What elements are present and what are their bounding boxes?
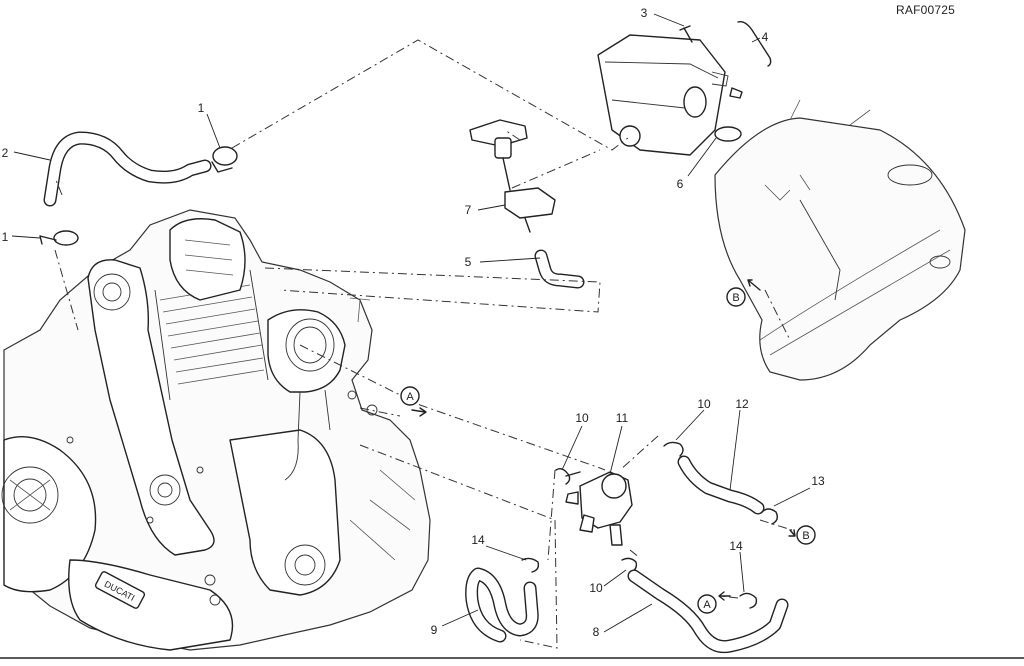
clip-part-10-a: [555, 467, 571, 485]
connection-marker-b-hose: B: [788, 525, 816, 545]
hose-part-2: [43, 131, 212, 207]
connection-marker-a-hose: A: [697, 591, 731, 614]
group-bracket-4: [737, 20, 772, 67]
hose-part-12: [677, 455, 765, 515]
callout-labels: 1 1 2 3 4 5 6 7 8 9 10 10 10 11 12 13 14…: [2, 6, 825, 639]
connection-marker-a-engine: A: [400, 386, 427, 417]
clip-part-10-a-tab: [565, 471, 581, 477]
callout-7: 7: [465, 203, 472, 217]
callout-3: 3: [641, 6, 648, 20]
clip-part-10-b: [663, 441, 684, 457]
hose-part-9: [465, 567, 539, 643]
drawing-code: RAF00725: [896, 3, 955, 17]
callout-1-lower: 1: [2, 230, 9, 244]
callout-14-a: 14: [471, 533, 485, 547]
clip-part-14-b: [739, 592, 758, 609]
fuel-tank: [714, 99, 966, 381]
valve-part-11: [565, 471, 633, 546]
svg-text:B: B: [802, 530, 809, 542]
callout-5: 5: [465, 255, 472, 269]
svg-text:A: A: [406, 391, 414, 403]
callout-10-b: 10: [697, 397, 711, 411]
clip-part-14-a: [521, 557, 540, 573]
engine-assembly: DUCATI: [1, 209, 431, 651]
canister-part-4: [597, 34, 729, 156]
nut-part-4: [729, 87, 743, 99]
callout-9: 9: [431, 623, 438, 637]
callout-6: 6: [677, 177, 684, 191]
screw-part-3: [679, 25, 693, 43]
valve-part-7: [469, 119, 556, 233]
svg-text:A: A: [703, 599, 711, 611]
clamp-part-1-lower: [39, 230, 79, 246]
callout-13: 13: [811, 474, 825, 488]
callout-2: 2: [2, 146, 9, 160]
callout-10-c: 10: [589, 581, 603, 595]
hose-part-8: [627, 569, 789, 654]
callout-11: 11: [616, 411, 629, 425]
hose-part-5: [534, 249, 585, 289]
callout-8: 8: [593, 625, 600, 639]
leader-lines: [11, 13, 811, 633]
svg-text:B: B: [732, 292, 739, 304]
clamp-part-1-upper: [211, 146, 238, 173]
callout-12: 12: [735, 397, 749, 411]
callout-4: 4: [762, 30, 769, 44]
clip-part-13: [761, 508, 779, 525]
connection-marker-b-tank: B: [726, 279, 761, 307]
callout-14-b: 14: [729, 539, 743, 553]
o-ring-part-6: [714, 126, 742, 142]
callout-10-a: 10: [575, 411, 589, 425]
callout-1-upper: 1: [198, 101, 205, 115]
assembly-lines: [54, 39, 793, 649]
